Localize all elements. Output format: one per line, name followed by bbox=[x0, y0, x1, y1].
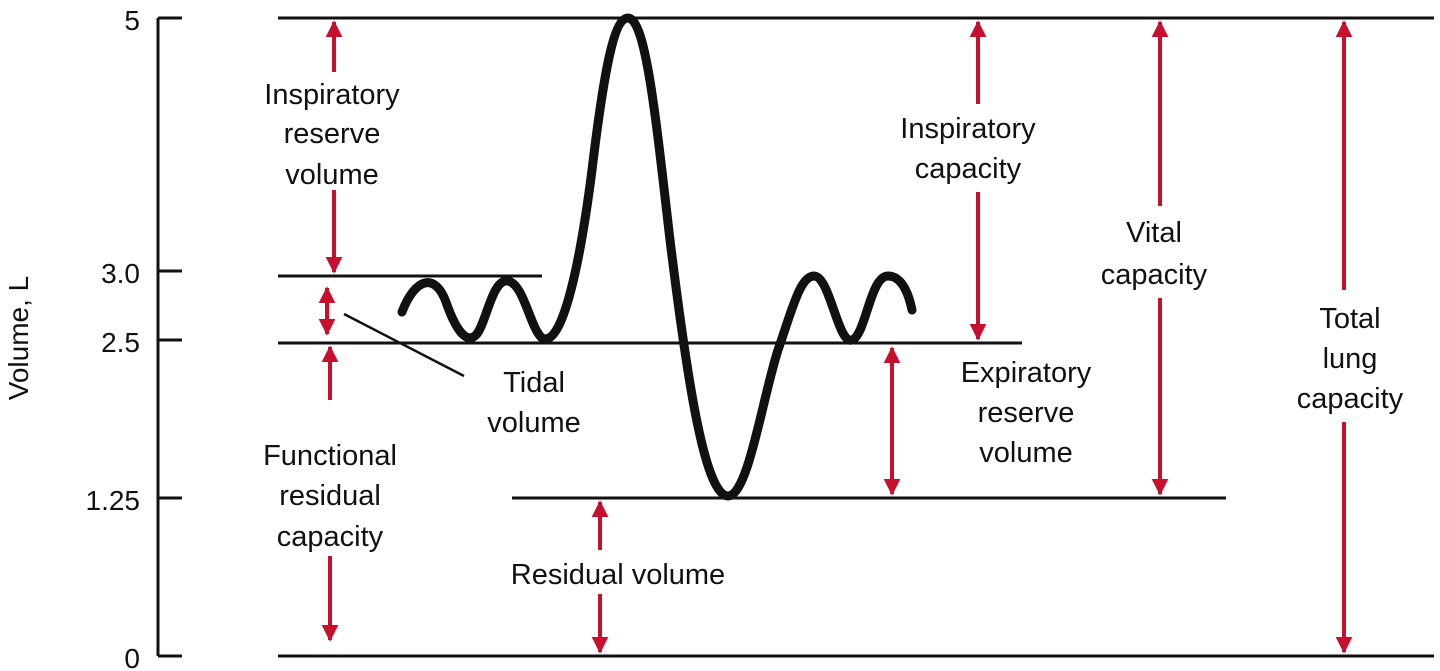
y-tick-label-2.5: 2.5 bbox=[101, 327, 140, 358]
tidal-leader-line bbox=[343, 312, 465, 378]
erv-label-line-1: Expiratory bbox=[961, 357, 1092, 389]
vc-label: Vital capacity bbox=[1101, 217, 1208, 291]
erv-label-line-2: reserve bbox=[978, 397, 1075, 429]
irv-label: Inspiratory reserve volume bbox=[264, 79, 400, 191]
ic-label-line-1: Inspiratory bbox=[900, 113, 1036, 145]
y-tick-label-5: 5 bbox=[124, 5, 140, 36]
ic-label: Inspiratory capacity bbox=[900, 113, 1036, 185]
tidal-label-line-1: Tidal bbox=[503, 367, 565, 399]
y-axis: 5 3.0 2.5 1.25 0 Volume, L bbox=[3, 5, 182, 671]
y-tick-label-0: 0 bbox=[124, 643, 140, 671]
vc-label-line-2: capacity bbox=[1101, 259, 1208, 291]
irv-label-line-1: Inspiratory bbox=[264, 79, 400, 111]
frc-label-line-3: capacity bbox=[277, 521, 384, 553]
residual-volume-label: Residual volume bbox=[511, 559, 725, 591]
y-tick-label-3.0: 3.0 bbox=[101, 258, 140, 289]
tlc-label-line-3: capacity bbox=[1297, 383, 1404, 415]
tidal-label: Tidal volume bbox=[487, 367, 581, 439]
erv-label-line-3: volume bbox=[979, 437, 1073, 469]
tlc-label: Total lung capacity bbox=[1297, 303, 1404, 415]
frc-label-line-1: Functional bbox=[263, 440, 397, 472]
irv-label-line-3: volume bbox=[285, 159, 379, 191]
tlc-label-line-2: lung bbox=[1323, 343, 1378, 375]
y-tick-label-1.25: 1.25 bbox=[86, 485, 141, 516]
frc-label: Functional residual capacity bbox=[263, 440, 397, 553]
y-axis-label: Volume, L bbox=[3, 276, 34, 401]
tlc-label-line-1: Total bbox=[1319, 303, 1380, 335]
arrows bbox=[318, 20, 1353, 654]
ic-label-line-2: capacity bbox=[915, 153, 1022, 185]
tidal-label-line-2: volume bbox=[487, 407, 581, 439]
reference-lines bbox=[278, 16, 1434, 658]
irv-label-line-2: reserve bbox=[284, 118, 381, 150]
vc-label-line-1: Vital bbox=[1126, 217, 1182, 249]
spirogram-trace bbox=[397, 13, 917, 501]
frc-label-line-2: residual bbox=[279, 480, 381, 512]
erv-label: Expiratory reserve volume bbox=[961, 357, 1092, 469]
